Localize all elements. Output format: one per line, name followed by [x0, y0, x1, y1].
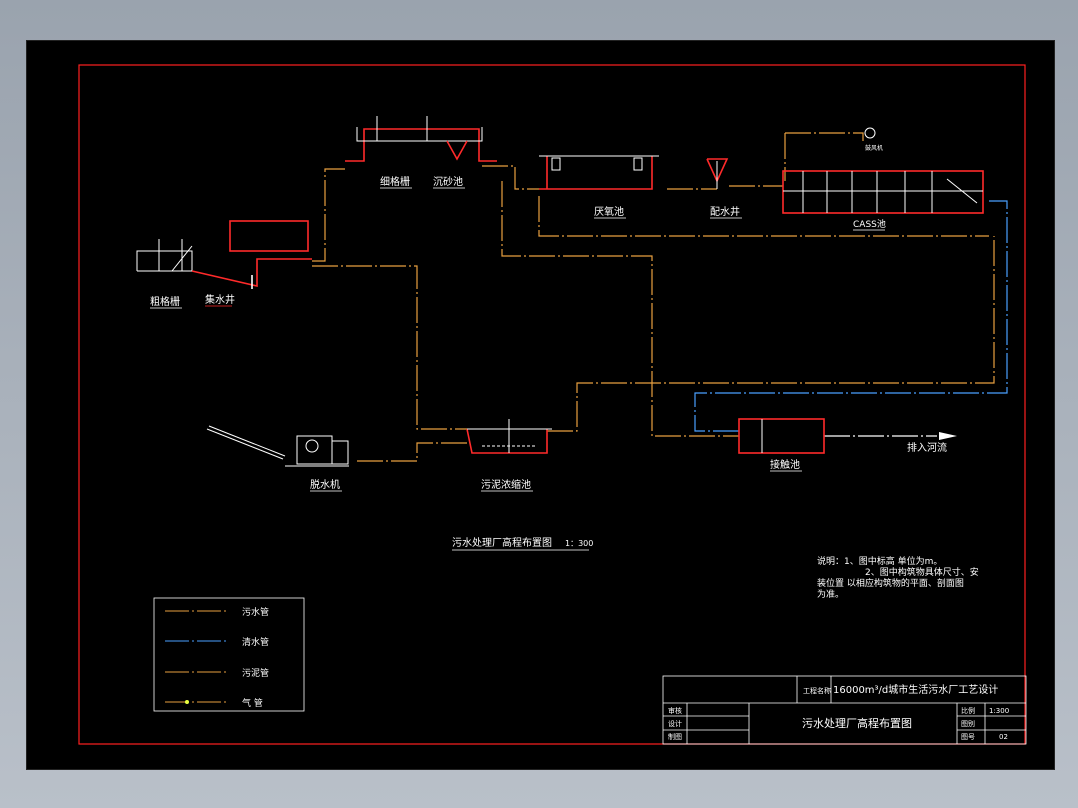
label-discharge: 排入河流 [907, 441, 947, 454]
elevation-drawing: 粗格栅 集水井 细格栅 沉砂池 厌氧池 配水井 CASS池 鼓风机 脱水机 污泥… [78, 64, 1027, 745]
drawing-frame [78, 64, 1026, 745]
label-cass-tank: CASS池 [853, 218, 886, 230]
coarse-screen-structure [136, 239, 193, 272]
tb-number-val: 02 [999, 733, 1008, 741]
distribution-well-structure [706, 158, 729, 189]
svg-text:污水管: 污水管 [242, 606, 269, 618]
svg-text:清水管: 清水管 [242, 636, 269, 648]
legend-item: 污泥管 [165, 667, 269, 679]
label-sludge-thickener: 污泥浓缩池 [481, 478, 531, 491]
tb-design: 设计 [668, 719, 682, 728]
tb-number-key: 图号 [961, 733, 975, 741]
tb-project-key: 工程名称 [803, 686, 831, 695]
label-anoxic-tank: 厌氧池 [594, 205, 624, 218]
cad-drawing-sheet: 粗格栅 集水井 细格栅 沉砂池 厌氧池 配水井 CASS池 鼓风机 脱水机 污泥… [26, 40, 1055, 770]
dewatering-machine-structure [206, 425, 349, 467]
anoxic-tank-structure [539, 155, 659, 190]
tb-sheet-name: 污水处理厂高程布置图 [802, 716, 912, 730]
collect-well-structure [191, 220, 312, 289]
svg-text:气 管: 气 管 [242, 697, 263, 709]
fine-screen-grit-structure [345, 116, 497, 162]
tb-draw: 制图 [668, 732, 682, 741]
label-grit-chamber: 沉砂池 [433, 175, 463, 188]
label-coarse-screen: 粗格栅 [150, 295, 180, 308]
label-dewatering: 脱水机 [310, 478, 340, 491]
legend-item: 气 管 [165, 697, 263, 709]
legend-item: 清水管 [165, 636, 269, 648]
clean-water-pipe [694, 200, 1008, 432]
discharge-arrow [939, 432, 957, 440]
legend-box [153, 597, 305, 712]
note-line-3: 装位置 以相应构筑物的平面、剖面图 [817, 577, 964, 589]
tb-review: 审核 [668, 706, 682, 715]
note-line-4: 为准。 [817, 588, 844, 600]
sewage-pipes [312, 132, 995, 462]
tb-project: 16000m³/d城市生活污水厂工艺设计 [833, 683, 998, 696]
drawing-scale: 1：300 [565, 539, 593, 548]
svg-text:污泥管: 污泥管 [242, 667, 269, 679]
drawing-title: 污水处理厂高程布置图 [452, 536, 552, 549]
label-blower: 鼓风机 [865, 144, 883, 152]
title-block [662, 675, 1027, 745]
cass-tank-structure [782, 170, 984, 214]
contact-tank-structure [738, 418, 825, 454]
legend-item: 污水管 [165, 606, 269, 618]
note-line-1: 说明：1、图中标高 单位为m。 [817, 555, 942, 567]
blower-symbol [864, 127, 876, 139]
label-fine-screen: 细格栅 [380, 175, 410, 188]
sludge-thickener-structure [466, 419, 552, 454]
label-collect-well: 集水井 [205, 293, 235, 306]
label-distribution-well: 配水井 [710, 205, 740, 218]
label-contact-tank: 接触池 [770, 458, 800, 471]
tb-category-key: 图别 [961, 719, 975, 728]
tb-scale-val: 1:300 [989, 707, 1009, 715]
tb-scale-key: 比例 [961, 706, 975, 715]
note-line-2: 2、图中构筑物具体尺寸、安 [865, 566, 979, 578]
